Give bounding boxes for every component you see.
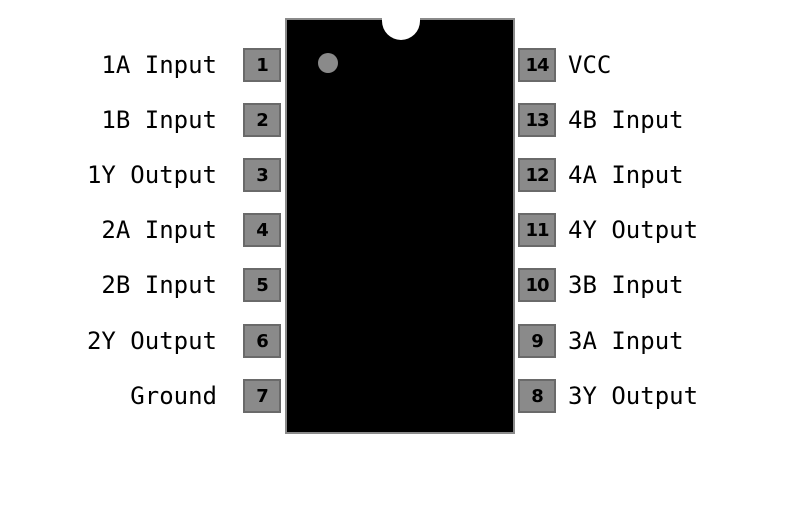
pin1-indicator-dot (318, 53, 338, 73)
pin-label-3: 1Y Output (86, 161, 217, 189)
pin-label-1: 1A Input (101, 51, 217, 79)
pin-2: 2 (243, 103, 281, 137)
pin-13: 13 (518, 103, 556, 137)
pin-9: 9 (518, 324, 556, 358)
pin-11: 11 (518, 213, 556, 247)
pin-12: 12 (518, 158, 556, 192)
pin-label-8: 3Y Output (568, 382, 699, 410)
pin-10: 10 (518, 268, 556, 302)
pin-label-2: 1B Input (101, 106, 217, 134)
pin-label-4: 2A Input (101, 216, 217, 244)
pin-label-5: 2B Input (101, 271, 217, 299)
pin-14: 14 (518, 48, 556, 82)
pin-7: 7 (243, 379, 281, 413)
pin-1: 1 (243, 48, 281, 82)
pin-label-14: VCC (568, 51, 612, 79)
pin-label-12: 4A Input (568, 161, 684, 189)
pin-label-6: 2Y Output (86, 327, 217, 355)
chip-body (285, 18, 515, 434)
pin-label-7: Ground (130, 382, 217, 410)
pin-label-13: 4B Input (568, 106, 684, 134)
pin-6: 6 (243, 324, 281, 358)
pin-label-11: 4Y Output (568, 216, 699, 244)
pin-label-10: 3B Input (568, 271, 684, 299)
pin-8: 8 (518, 379, 556, 413)
pin-4: 4 (243, 213, 281, 247)
pin-label-9: 3A Input (568, 327, 684, 355)
pin-3: 3 (243, 158, 281, 192)
pin-5: 5 (243, 268, 281, 302)
